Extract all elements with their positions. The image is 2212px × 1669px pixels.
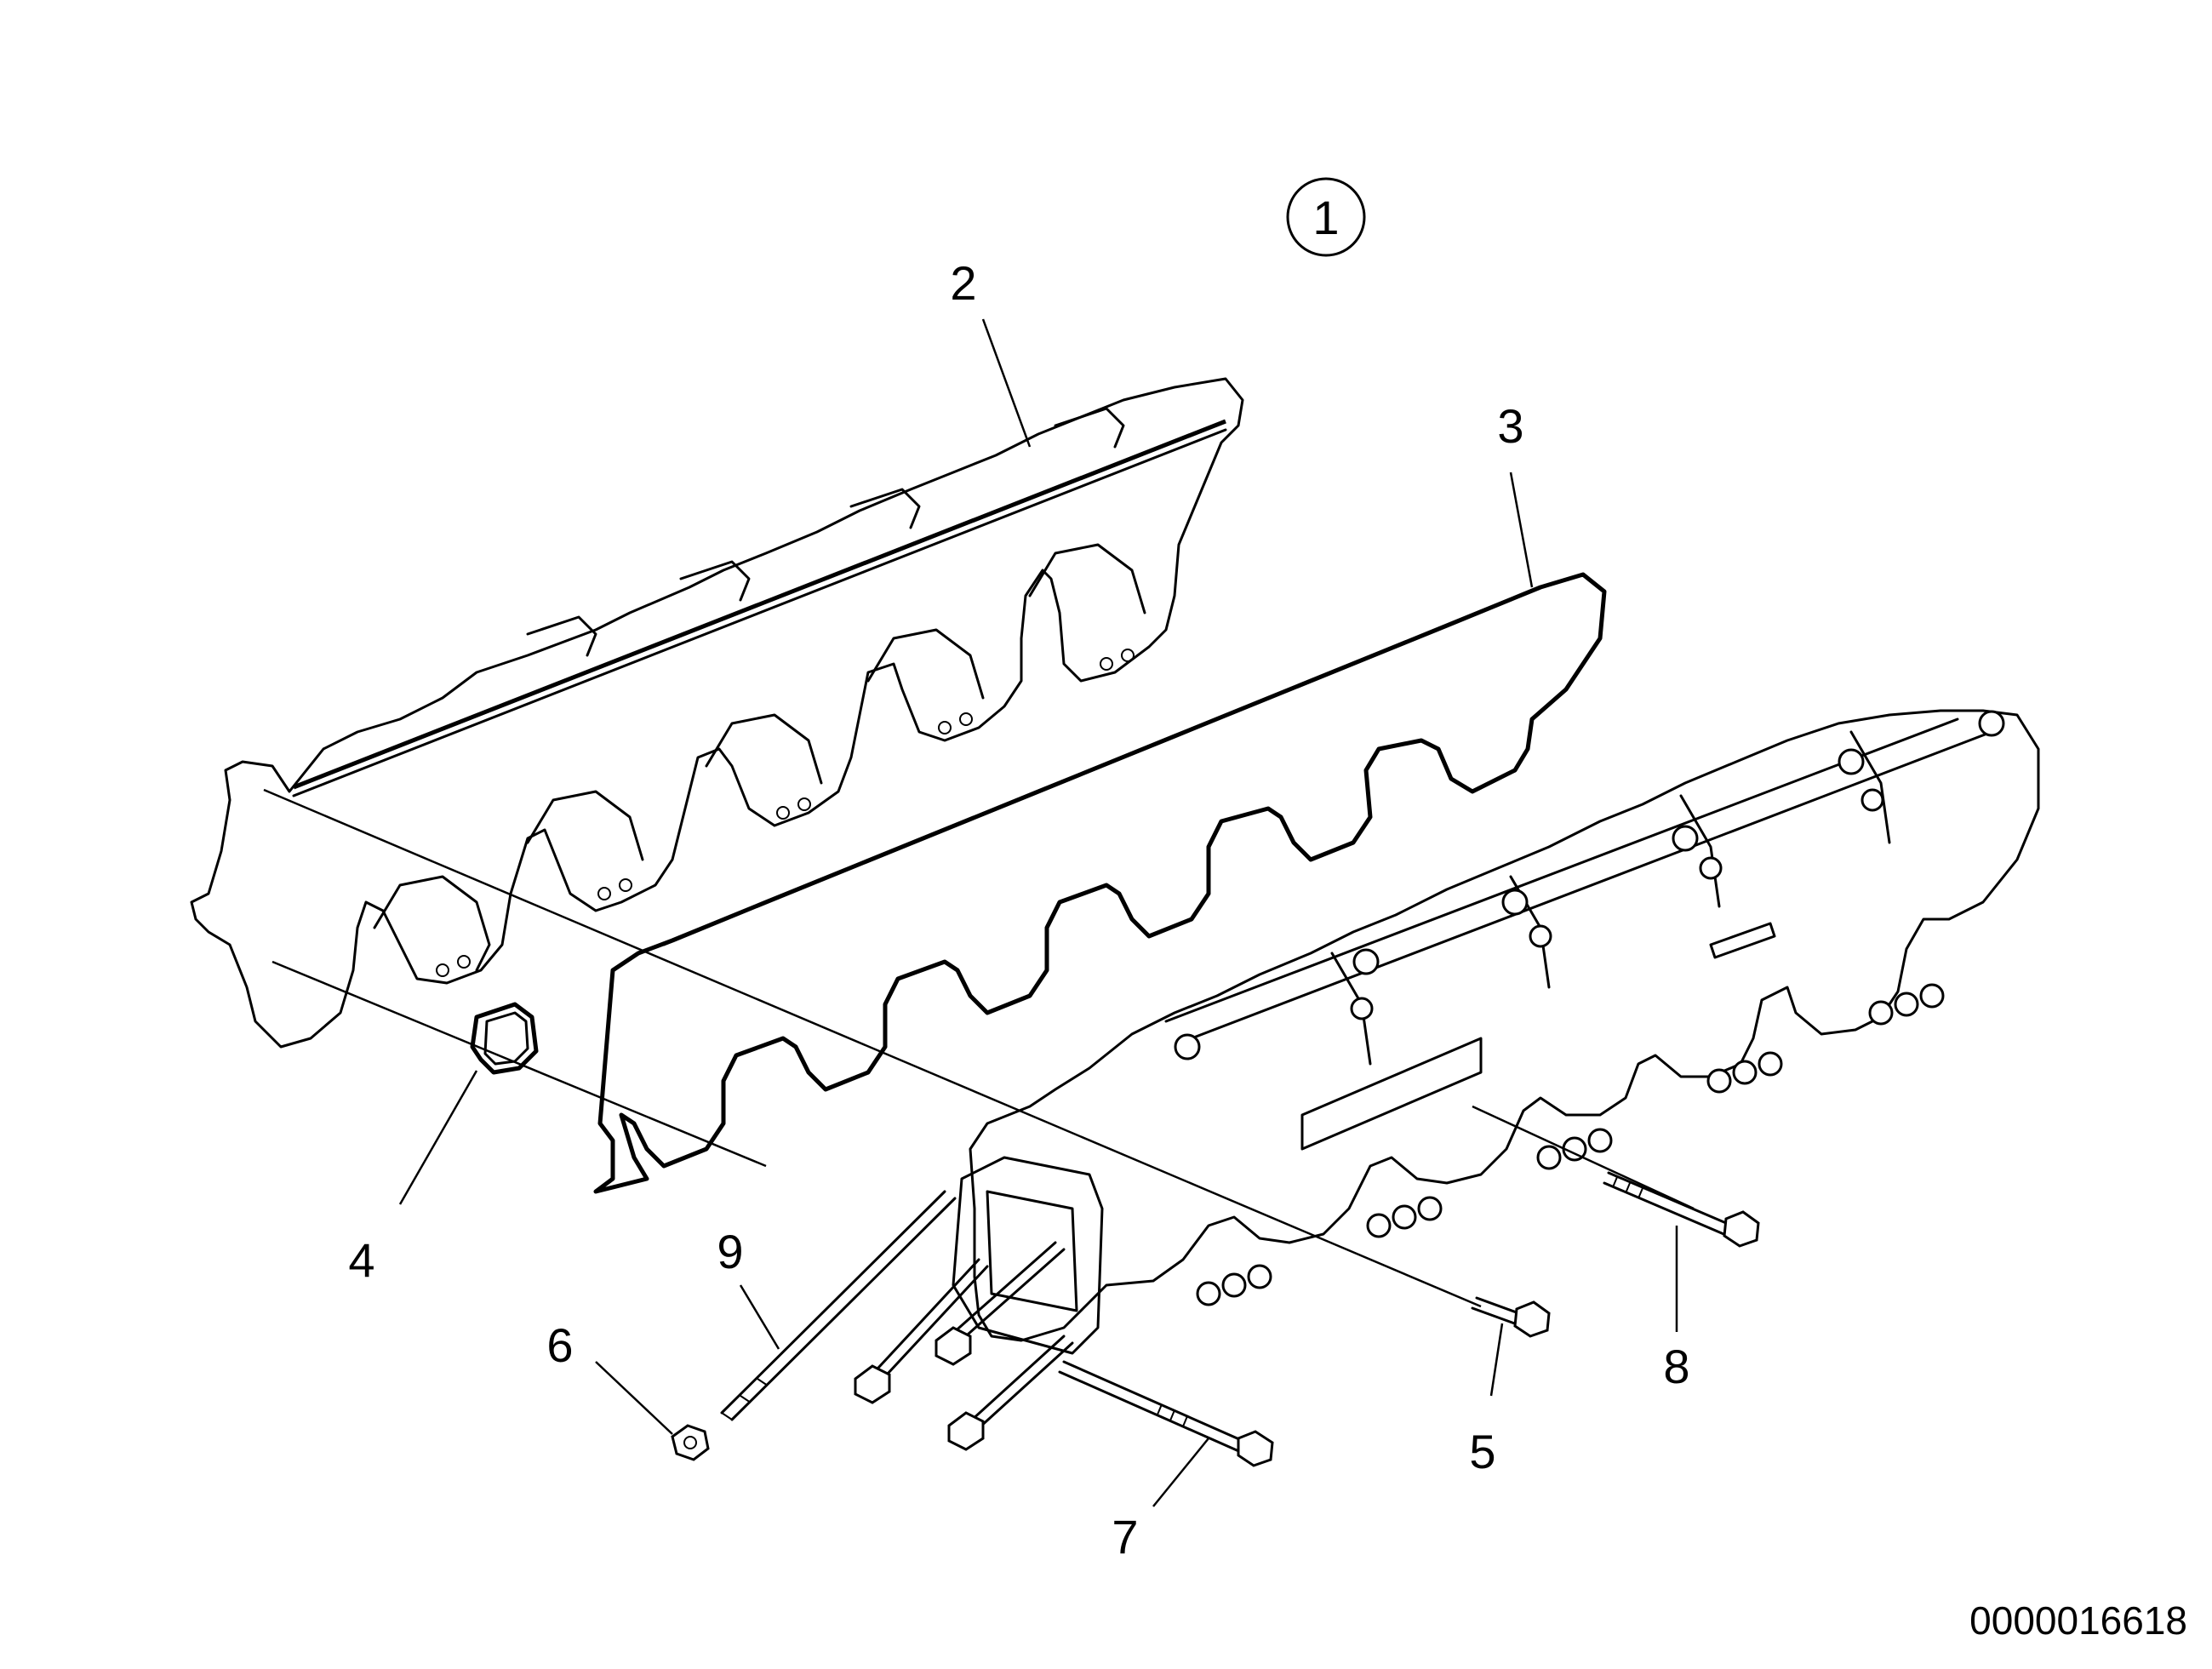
callout-labels: 2 3 4 5 6 7 8 9	[348, 256, 1689, 1563]
leader-2	[981, 318, 1032, 448]
seal-ring	[470, 1002, 539, 1075]
callout-6: 6	[546, 1318, 573, 1372]
leader-9	[739, 1284, 780, 1350]
callout-3: 3	[1497, 399, 1523, 453]
leader-5	[1489, 1323, 1504, 1397]
exhaust-manifold	[952, 709, 2040, 1355]
short-bolt	[1471, 1296, 1551, 1338]
leader-lines	[398, 318, 1678, 1507]
assembly-marker: 1	[1286, 177, 1366, 257]
long-stud	[720, 1190, 957, 1421]
alignment-lines	[263, 788, 1695, 1308]
fasteners	[671, 1171, 1760, 1467]
leader-3	[1509, 472, 1534, 588]
long-bolt	[1603, 1171, 1760, 1248]
assembly-marker-circle	[1286, 177, 1366, 257]
callout-8: 8	[1663, 1340, 1689, 1393]
leader-7	[1152, 1438, 1209, 1507]
callout-5: 5	[1469, 1425, 1495, 1478]
manifold-flange-plate	[190, 377, 1244, 1049]
nut	[671, 1424, 710, 1461]
manifold-gasket	[593, 572, 1607, 1194]
leader-4	[398, 1070, 478, 1205]
flange-bolt	[1058, 1360, 1274, 1467]
assembly-marker-label: 1	[1312, 191, 1339, 244]
callout-2: 2	[950, 256, 976, 310]
callout-4: 4	[348, 1233, 374, 1287]
document-id: 0000016618	[1969, 1598, 2187, 1643]
callout-7: 7	[1112, 1510, 1138, 1563]
leader-6	[595, 1361, 673, 1435]
callout-9: 9	[717, 1225, 743, 1278]
